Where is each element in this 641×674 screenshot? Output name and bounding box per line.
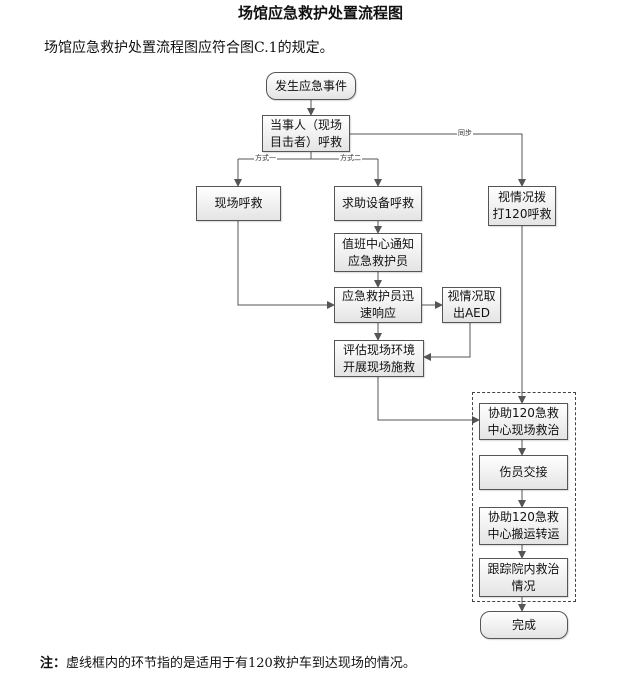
label-mode-two: 方式二	[339, 154, 362, 163]
note-text: 虚线框内的环节指的是适用于有120救护车到达现场的情况。	[66, 656, 416, 671]
node-witness-call: 当事人（现场 目击者）呼救	[262, 115, 350, 152]
node-responder: 应急救护员迅 速响应	[334, 287, 422, 323]
node-dial-120: 视情况拨 打120呼救	[488, 186, 556, 226]
node-device-call: 求助设备呼救	[334, 186, 422, 221]
node-aed: 视情况取 出AED	[442, 287, 501, 323]
node-start: 发生应急事件	[266, 72, 356, 100]
node-done: 完成	[480, 611, 568, 639]
node-assist-transport: 协助120急救 中心搬运转运	[479, 507, 568, 545]
node-onsite-call: 现场呼救	[196, 186, 281, 221]
intro-text: 场馆应急救护处置流程图应符合图C.1的规定。	[44, 40, 334, 56]
ambulance-scope-frame	[472, 392, 576, 602]
label-mode-one: 方式一	[254, 154, 277, 163]
node-assess: 评估现场环境 开展现场施救	[334, 340, 424, 377]
page-title: 场馆应急救护处置流程图	[237, 4, 403, 22]
footnote: 注：虚线框内的环节指的是适用于有120救护车到达现场的情况。	[40, 652, 416, 671]
label-sync: 同步	[457, 129, 473, 138]
node-duty-notify: 值班中心通知 应急救护员	[334, 233, 422, 272]
node-assist-treat: 协助120急救 中心现场救治	[479, 403, 568, 440]
note-label: 注：	[40, 656, 67, 671]
node-follow-up: 跟踪院内救治 情况	[479, 558, 568, 597]
node-handover: 伤员交接	[479, 455, 568, 490]
